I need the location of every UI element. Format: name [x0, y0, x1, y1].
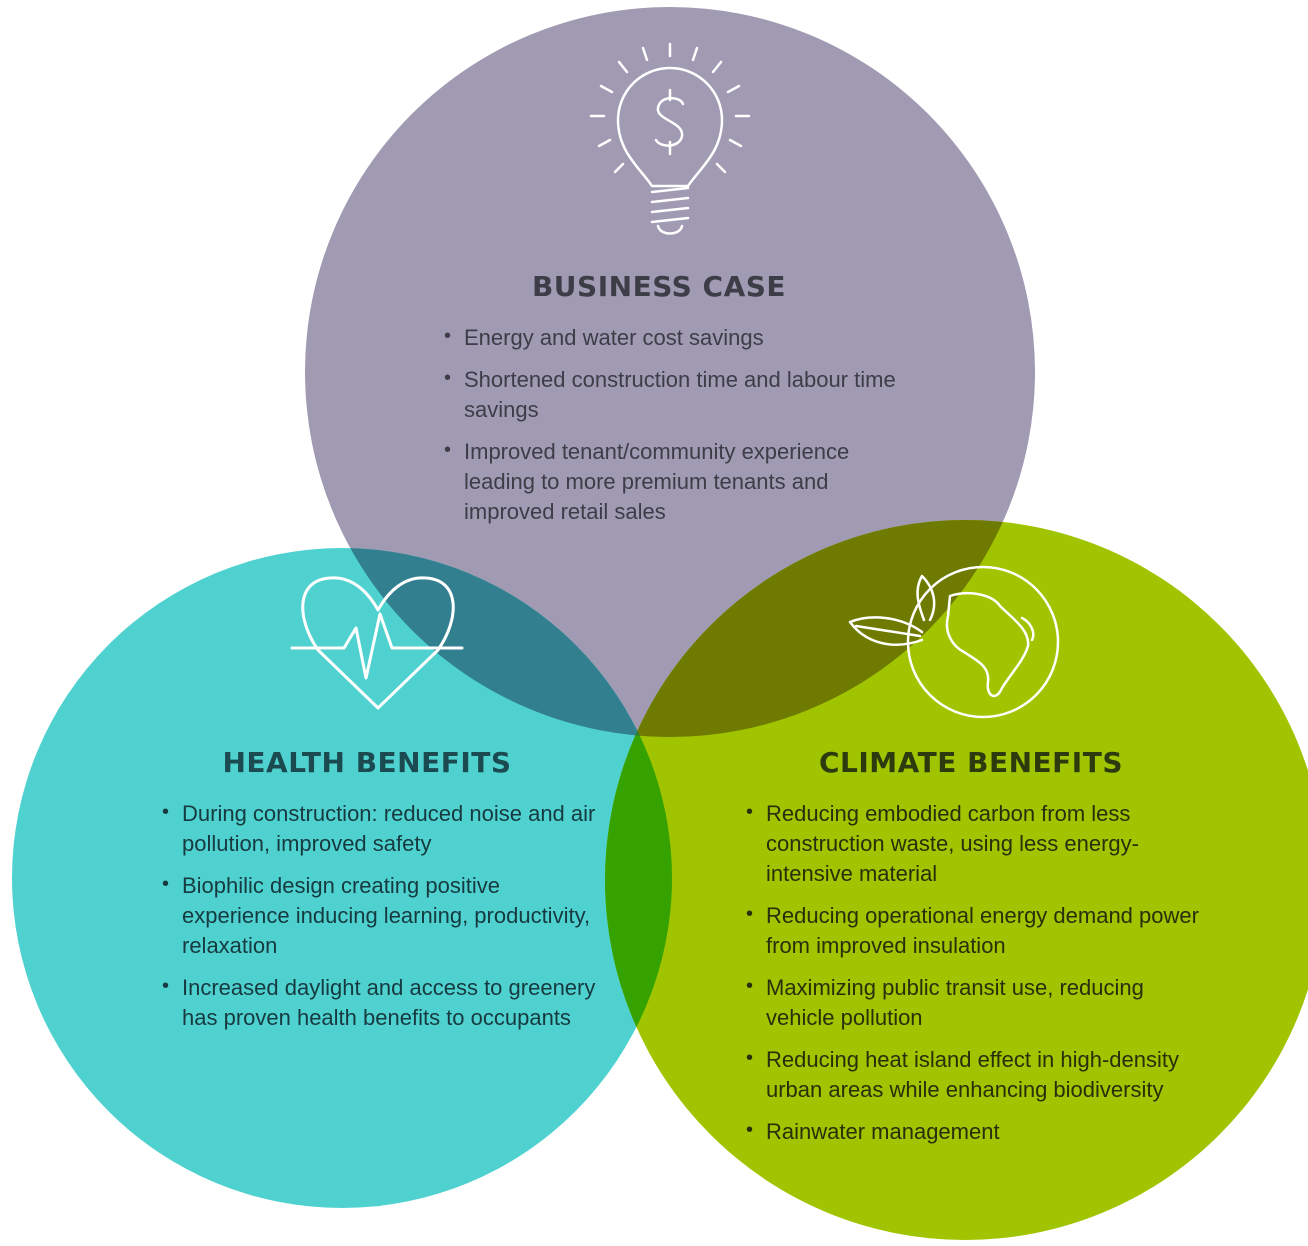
climate-benefits-heading: CLIMATE BENEFITS: [819, 746, 1123, 779]
health-benefits-heading: HEALTH BENEFITS: [222, 746, 512, 779]
climate-benefits-list: Reducing embodied carbon from less const…: [746, 797, 1216, 1147]
list-item: Reducing operational energy demand power…: [746, 899, 1216, 961]
climate-benefits-section: CLIMATE BENEFITS Reducing embodied carbo…: [746, 746, 1216, 1159]
list-item: Shortened construction time and labour t…: [444, 363, 914, 425]
list-item: Biophilic design creating positive exper…: [162, 869, 612, 961]
list-item: Reducing heat island effect in high-dens…: [746, 1043, 1216, 1105]
business-case-list: Energy and water cost savings Shortened …: [444, 321, 914, 527]
health-benefits-section: HEALTH BENEFITS During construction: red…: [162, 746, 612, 1045]
list-item: Rainwater management: [746, 1115, 1216, 1147]
list-item: Improved tenant/community experience lea…: [444, 435, 914, 527]
lightbulb-dollar-icon: [589, 42, 751, 235]
list-item: During construction: reduced noise and a…: [162, 797, 612, 859]
list-item: Increased daylight and access to greener…: [162, 971, 612, 1033]
health-benefits-list: During construction: reduced noise and a…: [162, 797, 612, 1033]
list-item: Maximizing public transit use, reducing …: [746, 971, 1216, 1033]
heart-pulse-icon: [290, 576, 464, 710]
list-item: Reducing embodied carbon from less const…: [746, 797, 1216, 889]
business-case-heading: BUSINESS CASE: [531, 270, 787, 303]
overlap-business-climate: [605, 520, 1035, 737]
business-case-section: BUSINESS CASE Energy and water cost savi…: [444, 270, 914, 539]
globe-leaf-icon: [848, 565, 1060, 719]
list-item: Energy and water cost savings: [444, 321, 914, 353]
